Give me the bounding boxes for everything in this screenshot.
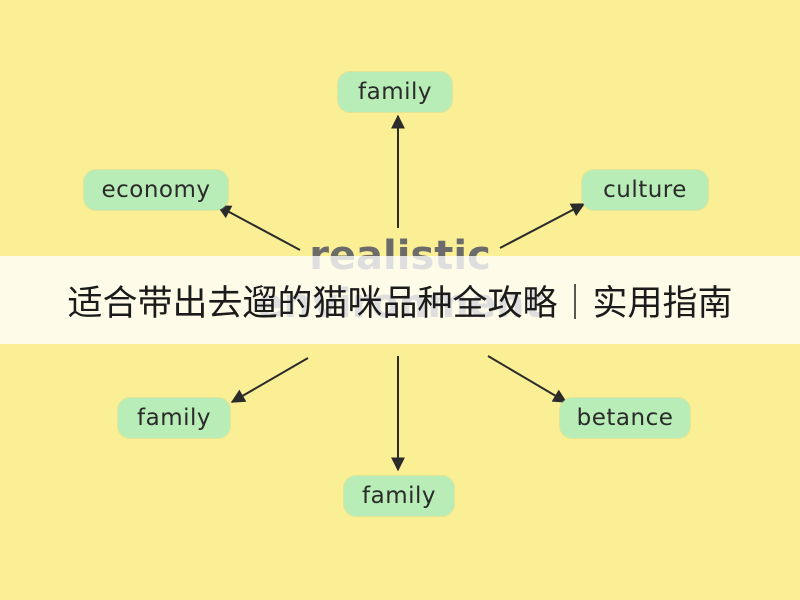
arrow-to-top-right-node — [499, 203, 586, 249]
banner-title: 适合带出去遛的猫咪品种全攻略｜实用指南 — [67, 283, 733, 324]
node-top-family: family — [338, 72, 452, 112]
node-economy: economy — [84, 170, 228, 210]
node-bottom-family: family — [344, 476, 454, 516]
node-betance: betance — [560, 398, 690, 438]
node-culture: culture — [582, 170, 708, 210]
arrow-to-bottom-right-node — [487, 355, 568, 403]
arrow-to-bottom-left-node — [230, 357, 309, 403]
node-bottom-left-family: family — [118, 398, 230, 438]
title-banner: 适合带出去遛的猫咪品种全攻略｜实用指南 — [0, 256, 800, 344]
arrow-to-top-left-node — [216, 205, 301, 251]
